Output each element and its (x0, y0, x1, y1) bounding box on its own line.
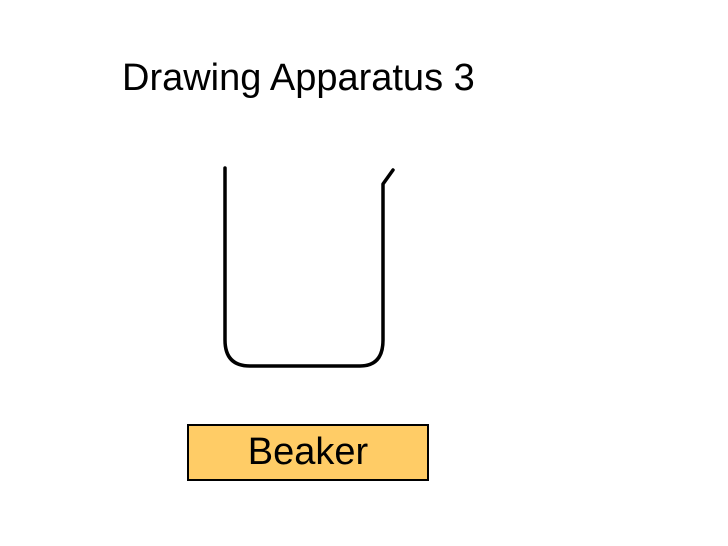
beaker-label: Beaker (187, 424, 429, 481)
beaker-label-text: Beaker (247, 431, 369, 473)
slide-title: Drawing Apparatus 3 (122, 57, 475, 99)
